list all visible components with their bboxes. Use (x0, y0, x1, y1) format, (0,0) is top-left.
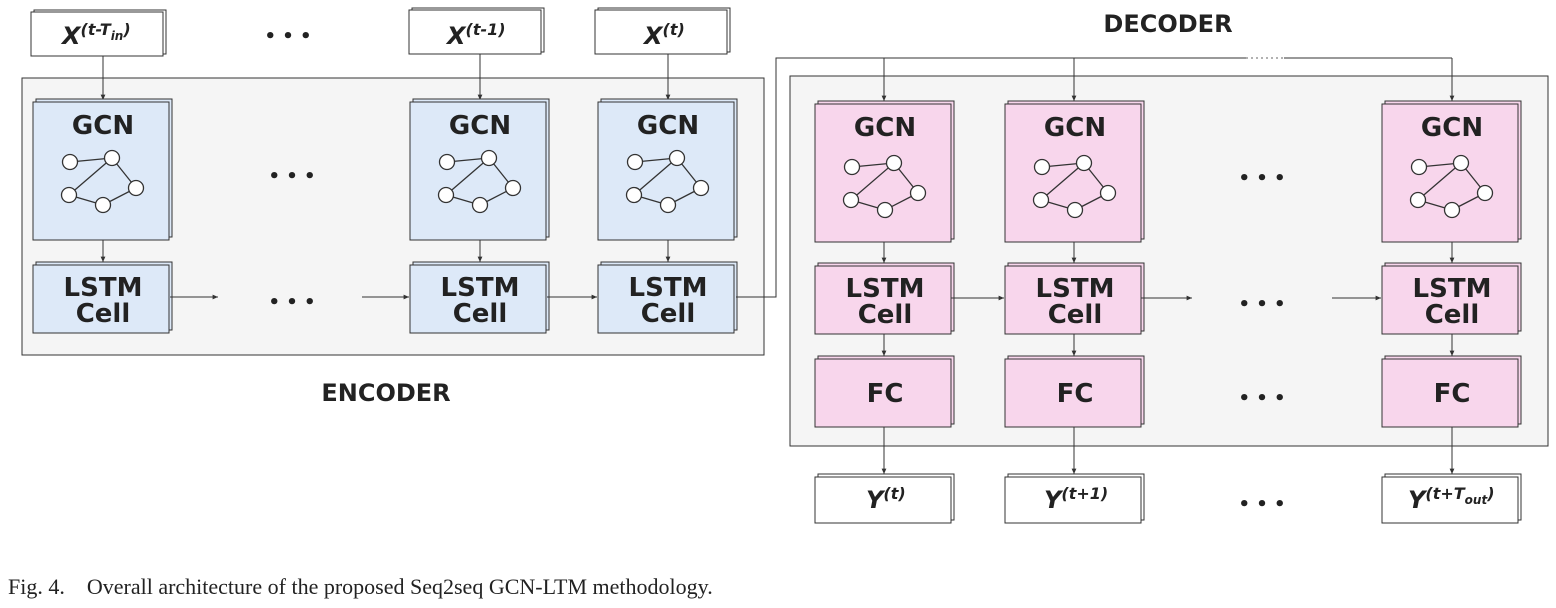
decoder-lstm-cell-2: LSTM Cell (1381, 262, 1522, 335)
svg-text:X(t): X(t) (642, 20, 685, 50)
svg-text:LSTM: LSTM (1036, 274, 1115, 304)
svg-text:LSTM: LSTM (1413, 274, 1492, 304)
svg-text:FC: FC (1057, 379, 1094, 409)
encoder-lstm-ellipsis: • • • (268, 292, 315, 313)
svg-text:Cell: Cell (1048, 300, 1103, 330)
svg-text:LSTM: LSTM (64, 273, 143, 303)
gcn-label: GCN (72, 111, 134, 141)
svg-text:LSTM: LSTM (846, 274, 925, 304)
svg-text:Cell: Cell (858, 300, 913, 330)
encoder-input-ellipsis: • • • (264, 26, 311, 47)
decoder-label: DECODER (1103, 10, 1232, 38)
svg-text:Y(t): Y(t) (866, 484, 906, 514)
gcn-label: GCN (1044, 113, 1106, 143)
gcn-label: GCN (449, 111, 511, 141)
decoder-fc-block-1: FC (1004, 355, 1145, 428)
svg-text:LSTM: LSTM (441, 273, 520, 303)
encoder-gcn-ellipsis: • • • (268, 166, 315, 187)
svg-text:Y(t+1): Y(t+1) (1044, 484, 1108, 514)
svg-text:Cell: Cell (76, 299, 131, 329)
svg-text:Y(t+Tout): Y(t+Tout) (1408, 484, 1495, 514)
decoder-gcn-block-1: GCN (1004, 100, 1145, 243)
encoder-label: ENCODER (321, 379, 450, 407)
svg-text:LSTM: LSTM (629, 273, 708, 303)
decoder-gcn-block-2: GCN (1381, 100, 1522, 243)
decoder-output-ellipsis: • • • (1238, 494, 1285, 515)
svg-text:FC: FC (867, 379, 904, 409)
svg-text:FC: FC (1434, 379, 1471, 409)
encoder-gcn-block-0: GCN (32, 98, 173, 241)
decoder-output-2: Y(t+Tout) (1381, 473, 1522, 524)
encoder-input-2: X(t) (594, 7, 731, 55)
gcn-label: GCN (637, 111, 699, 141)
svg-text:Cell: Cell (641, 299, 696, 329)
encoder-decoder-connector (736, 57, 1452, 298)
encoder-input-0: X(t-Tin) (30, 9, 167, 57)
decoder-gcn-ellipsis: • • • (1238, 168, 1285, 189)
graph-icon (625, 149, 710, 214)
decoder-gcn-block-0: GCN (814, 100, 955, 243)
graph-icon (1409, 154, 1494, 219)
encoder-gcn-block-1: GCN (409, 98, 550, 241)
decoder-fc-ellipsis: • • • (1238, 388, 1285, 409)
encoder-lstm-cell-2: LSTM Cell (597, 261, 738, 334)
svg-text:Cell: Cell (1425, 300, 1480, 330)
graph-icon (437, 149, 522, 214)
caption-text: Overall architecture of the proposed Seq… (86, 574, 713, 599)
decoder-lstm-cell-0: LSTM Cell (814, 262, 955, 335)
decoder-lstm-cell-1: LSTM Cell (1004, 262, 1145, 335)
encoder-lstm-cell-1: LSTM Cell (409, 261, 550, 334)
decoder-lstm-ellipsis: • • • (1238, 294, 1285, 315)
svg-text:X(t-Tin): X(t-Tin) (60, 20, 131, 50)
svg-text:Cell: Cell (453, 299, 508, 329)
decoder-output-0: Y(t) (814, 473, 955, 524)
encoder-lstm-cell-0: LSTM Cell (32, 261, 173, 334)
encoder-gcn-block-2: GCN (597, 98, 738, 241)
graph-icon (842, 154, 927, 219)
decoder-fc-block-0: FC (814, 355, 955, 428)
gcn-label: GCN (854, 113, 916, 143)
graph-icon (1032, 154, 1117, 219)
figure-caption: Fig. 4. Overall architecture of the propo… (8, 574, 1548, 600)
figure-number: Fig. 4. (8, 574, 65, 599)
svg-text:X(t-1): X(t-1) (445, 20, 506, 50)
graph-icon (60, 149, 145, 214)
encoder-input-1: X(t-1) (408, 7, 545, 55)
gcn-label: GCN (1421, 113, 1483, 143)
decoder-output-1: Y(t+1) (1004, 473, 1145, 524)
decoder-fc-block-2: FC (1381, 355, 1522, 428)
